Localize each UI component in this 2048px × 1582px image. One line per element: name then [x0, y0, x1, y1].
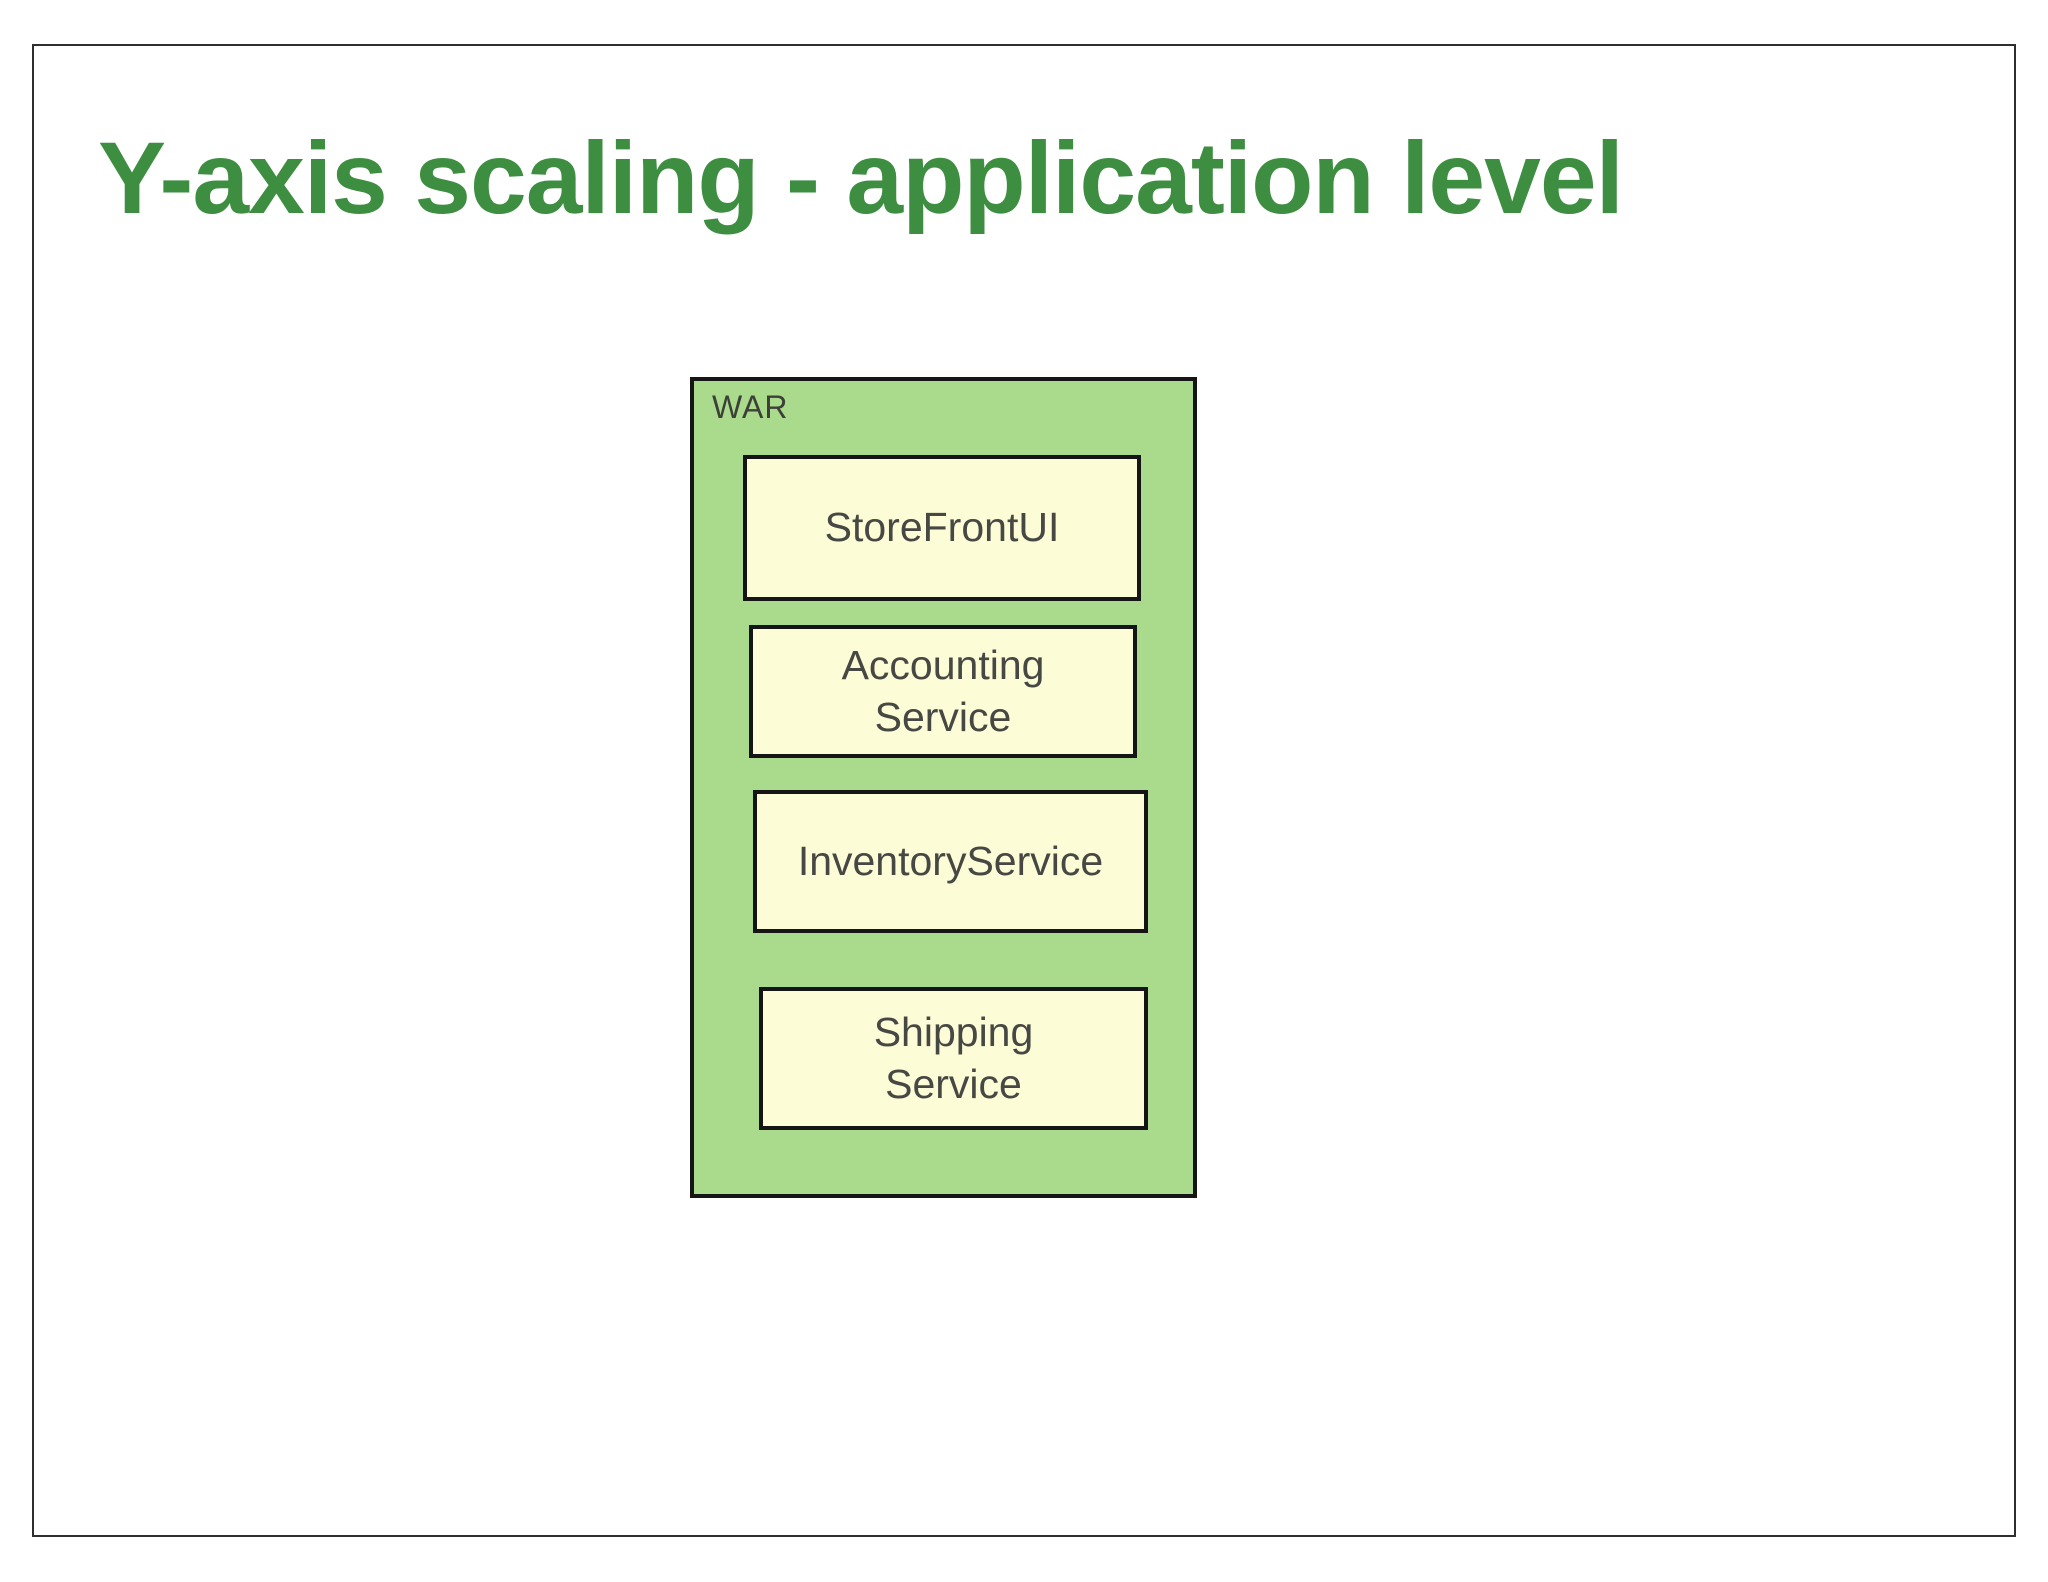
component-label-inventoryservice: InventoryService	[797, 837, 1104, 884]
war-container-label: WAR	[712, 389, 789, 425]
war-container: WAR StoreFrontUI Accounting Service Inve…	[690, 377, 1197, 1198]
component-label-shipping-service: Shipping Service	[873, 1009, 1034, 1107]
component-label-accounting-service: Accounting Service	[841, 642, 1045, 740]
slide-title: Y-axis scaling - application level	[98, 121, 1624, 236]
component-label-storefrontui: StoreFrontUI	[824, 504, 1060, 551]
component-box-shipping-service: Shipping Service	[759, 987, 1148, 1130]
component-box-accounting-service: Accounting Service	[749, 625, 1137, 758]
component-box-inventoryservice: InventoryService	[753, 790, 1148, 933]
component-box-storefrontui: StoreFrontUI	[743, 455, 1141, 601]
